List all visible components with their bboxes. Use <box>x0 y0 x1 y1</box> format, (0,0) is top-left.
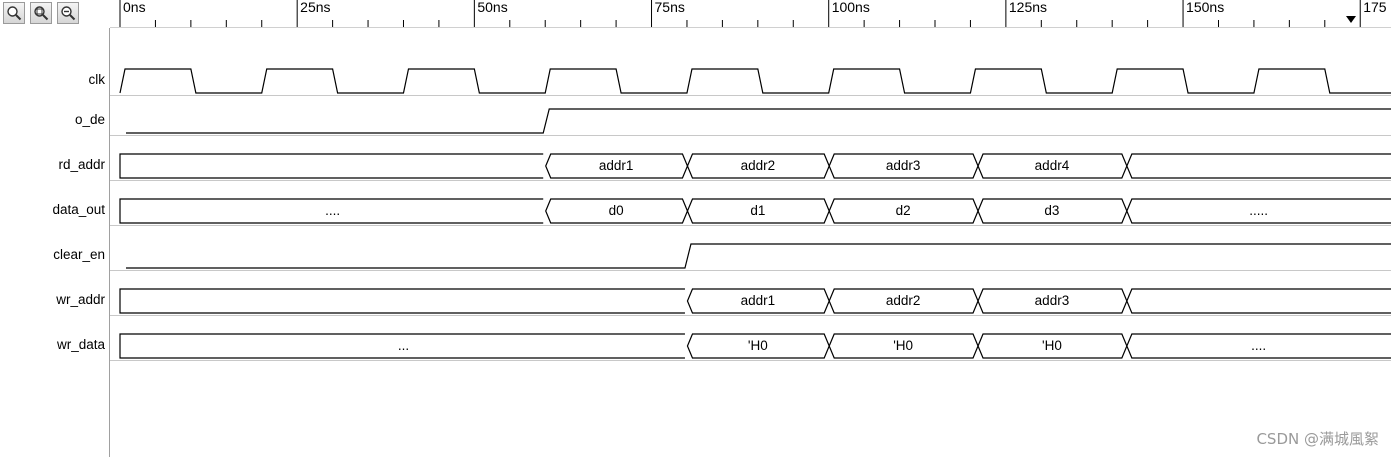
bus-value-label: .... <box>325 203 340 218</box>
bus-value-label: 'H0 <box>893 338 913 353</box>
watermark: CSDN @满城風絮 <box>1256 430 1379 448</box>
ruler-label: 25ns <box>300 0 330 15</box>
bus-value-label: ... <box>398 338 409 353</box>
signal-name-wr-addr[interactable]: wr_addr <box>56 292 105 307</box>
signal-name-rd-addr[interactable]: rd_addr <box>58 157 105 172</box>
bus-value-label: addr1 <box>741 293 776 308</box>
bus-value-label: addr3 <box>886 158 921 173</box>
bus-value-label: d1 <box>750 203 765 218</box>
ruler-label: 175 <box>1363 0 1387 15</box>
ruler-label: 150ns <box>1186 0 1224 15</box>
ruler-label: 75ns <box>655 0 685 15</box>
clk-waveform <box>119 68 1391 94</box>
signal-name-wr-data[interactable]: wr_data <box>56 337 105 352</box>
bus-segment <box>1126 288 1391 314</box>
bus-value-label: 'H0 <box>1042 338 1062 353</box>
bus-value-label: ..... <box>1249 203 1268 218</box>
zoom-out-icon <box>61 6 76 21</box>
o-de-waveform <box>126 108 1391 134</box>
bus-value-label: addr1 <box>599 158 634 173</box>
bus-segment <box>1126 333 1391 359</box>
ruler-label: 0ns <box>123 0 146 15</box>
bus-value-label: addr2 <box>886 293 921 308</box>
zoom-icon <box>7 6 22 21</box>
signal-name-clear-en[interactable]: clear_en <box>53 247 105 262</box>
bus-value-label: addr2 <box>741 158 776 173</box>
bus-value-label: d0 <box>609 203 624 218</box>
bus-segment <box>1126 198 1391 224</box>
cursor-triangle-icon[interactable] <box>1346 16 1356 23</box>
bus-value-label: .... <box>1251 338 1266 353</box>
bus-segment <box>119 333 685 359</box>
zoom-out-button[interactable] <box>57 2 79 24</box>
time-ruler: 0ns 25ns 50ns 75ns 100ns 125ns 150ns 175 <box>110 0 1391 28</box>
ruler-label: 50ns <box>477 0 507 15</box>
clear-en-waveform <box>126 243 1391 269</box>
bus-value-label: addr3 <box>1035 293 1070 308</box>
zoom-toolbar <box>0 0 110 28</box>
zoom-button[interactable] <box>3 2 25 24</box>
zoom-fit-button[interactable] <box>30 2 52 24</box>
signal-name-o-de[interactable]: o_de <box>74 112 105 127</box>
ruler-label: 125ns <box>1009 0 1047 15</box>
bus-segment <box>1126 153 1391 179</box>
bus-segment <box>119 198 544 224</box>
bus-value-label: d2 <box>896 203 911 218</box>
zoom-fit-icon <box>34 6 49 21</box>
signal-name-clk[interactable]: clk <box>88 72 106 87</box>
signal-name-data-out[interactable]: data_out <box>52 202 105 217</box>
ruler-label: 100ns <box>832 0 870 15</box>
bus-segment <box>119 153 544 179</box>
bus-segment <box>119 288 685 314</box>
signal-name-panel: clk o_de rd_addr data_out clear_en wr_addr wr_… <box>0 28 110 457</box>
bus-value-label: 'H0 <box>748 338 768 353</box>
waveform-canvas: addr1 addr2 addr3 addr4.... d0 d1 d2 d3..... add… <box>110 68 1391 361</box>
bus-value-label: d3 <box>1044 203 1059 218</box>
bus-value-label: addr4 <box>1035 158 1070 173</box>
